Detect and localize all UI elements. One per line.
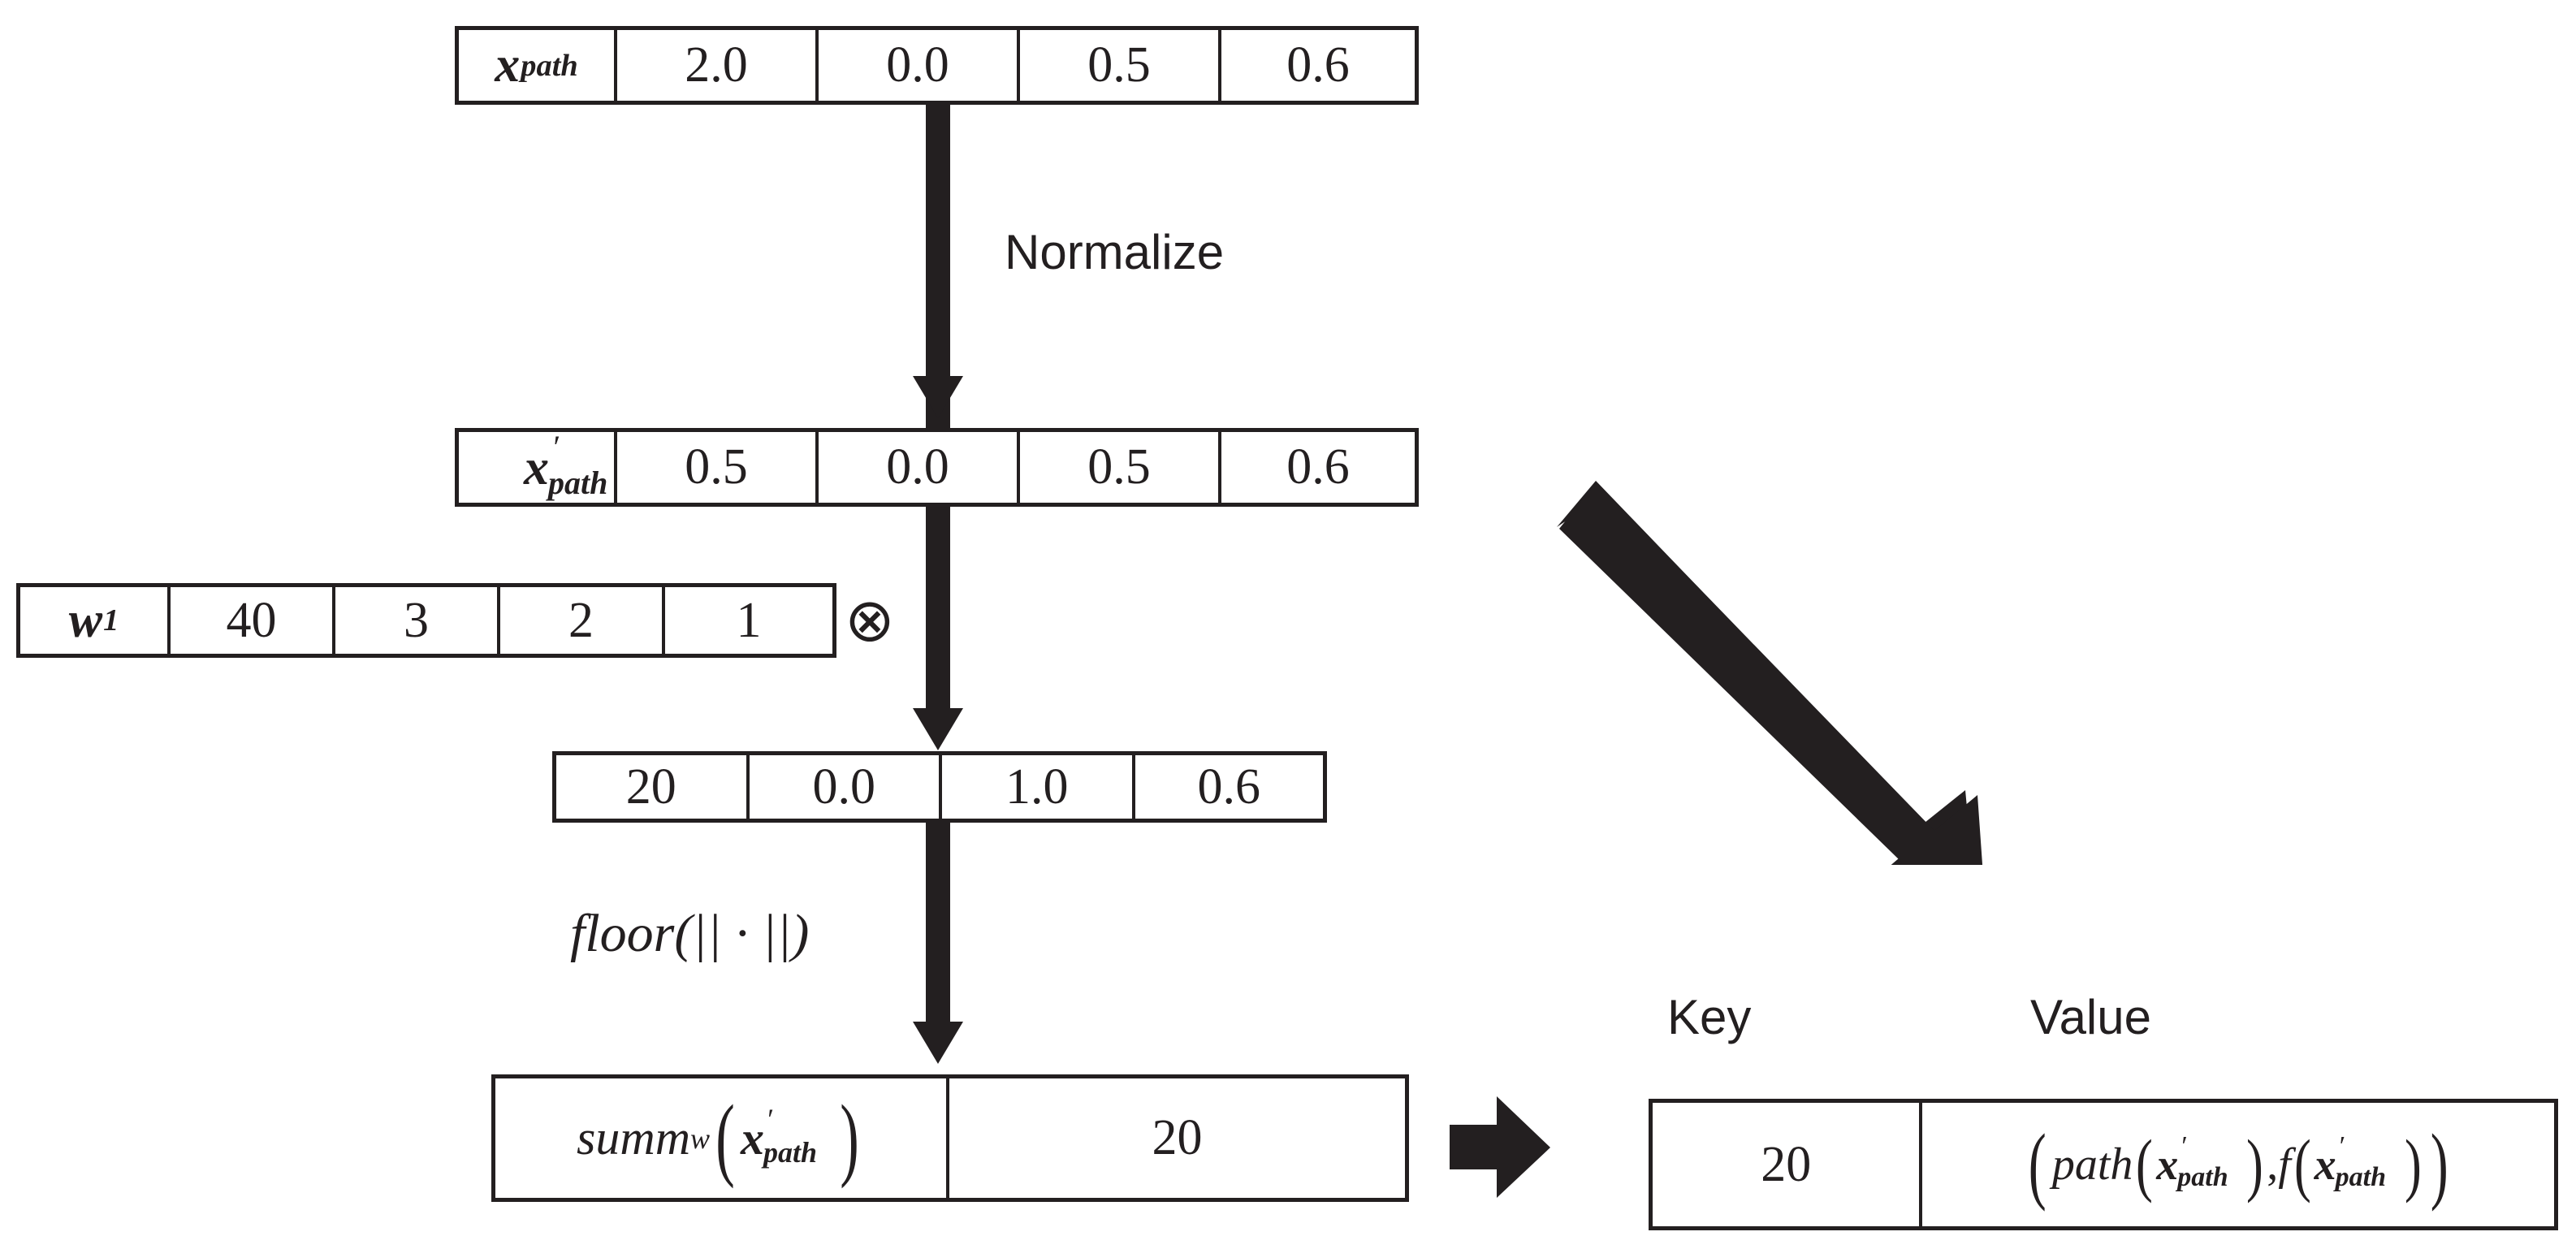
floor-arrow-shaft	[926, 823, 950, 1032]
product-vector-table: 20 0.0 1.0 0.6	[552, 751, 1327, 823]
kv-p2-close: )	[2404, 1125, 2422, 1204]
normalize-arrow-shaft	[926, 105, 950, 428]
kv-p1-close: )	[2246, 1125, 2264, 1204]
x-path-normalized-label-prime: ′	[551, 428, 559, 465]
x-path-normalized-cell-1: 0.0	[819, 432, 1020, 503]
weights-cell-2: 2	[500, 587, 665, 654]
summ-formula-close-paren: )	[840, 1086, 859, 1190]
kv-open-paren: (	[2029, 1116, 2047, 1212]
normalize-label: Normalize	[1005, 225, 1225, 279]
summ-formula-variable: x′path	[741, 1104, 817, 1167]
normalize-arrow-head	[913, 376, 963, 418]
summ-formula-open-paren: (	[715, 1086, 735, 1190]
x-path-normalized-cell-0: 0.5	[617, 432, 819, 503]
kv-var2-prime: ′	[2337, 1131, 2345, 1161]
x-path-normalized-label-subscript: path	[548, 464, 608, 501]
x-path-cell-0: 2.0	[617, 30, 819, 101]
diagonal-flow-arrow	[1557, 481, 1983, 865]
emit-block-arrow	[1450, 1096, 1550, 1198]
weights-cell-3: 1	[665, 587, 832, 654]
kv-comma: ,	[2267, 1139, 2279, 1190]
key-value-value-formula: (path(x′path), f(x′path))	[2023, 1116, 2453, 1212]
kv-var2-subscript: path	[2335, 1162, 2387, 1192]
kv-close-paren: )	[2430, 1116, 2448, 1212]
floor-label: floor(|| · ||)	[570, 903, 809, 965]
x-path-cell-3: 0.6	[1221, 30, 1415, 101]
key-value-key-cell: 20	[1653, 1103, 1923, 1226]
floor-arrow-head	[913, 1022, 963, 1064]
kv-p2-open: (	[2293, 1125, 2311, 1204]
x-path-label-subscript: path	[521, 48, 578, 83]
product-cell-2: 1.0	[942, 755, 1135, 819]
kv-var1-subscript: path	[2177, 1162, 2228, 1192]
key-value-value-cell: (path(x′path), f(x′path))	[1922, 1103, 2554, 1226]
tensor-product-icon: ⊗	[845, 586, 896, 655]
multiply-arrow-shaft	[926, 507, 950, 720]
product-cell-3: 0.6	[1135, 755, 1324, 819]
key-value-table: 20 (path(x′path), f(x′path))	[1649, 1099, 2558, 1230]
kv-p1-open: (	[2136, 1125, 2154, 1204]
weights-label: w	[68, 592, 103, 648]
x-path-label: x	[495, 37, 521, 93]
x-path-cell-1: 0.0	[819, 30, 1020, 101]
weights-cell-1: 3	[335, 587, 500, 654]
kv-var2-base: x	[2314, 1140, 2336, 1189]
x-path-normalized-vector-table: x′path 0.5 0.0 0.5 0.6	[455, 428, 1419, 507]
weights-cell-0: 40	[171, 587, 335, 654]
weights-label-subscript: 1	[103, 603, 119, 637]
kv-var2: x′path	[2314, 1133, 2386, 1191]
kv-fn-f: f	[2278, 1139, 2291, 1190]
key-column-header: Key	[1667, 990, 1752, 1044]
product-cell-1: 0.0	[749, 755, 942, 819]
kv-fn-path: path	[2051, 1139, 2133, 1190]
summ-formula-subscript: w	[690, 1122, 711, 1155]
x-path-normalized-label-base: x	[524, 439, 549, 495]
x-path-normalized-cell-3: 0.6	[1221, 432, 1415, 503]
summ-formula-variable-prime: ′	[766, 1102, 772, 1135]
kv-var1: x′path	[2156, 1133, 2228, 1191]
kv-var1-prime: ′	[2180, 1131, 2186, 1161]
multiply-arrow-head	[913, 708, 963, 750]
x-path-cell-2: 0.5	[1020, 30, 1221, 101]
value-column-header: Value	[2030, 990, 2152, 1044]
floor-label-text: floor(|| · ||)	[570, 904, 810, 963]
x-path-normalized-cell-2: 0.5	[1020, 432, 1221, 503]
summ-value-cell: 20	[949, 1078, 1405, 1198]
summ-formula-variable-base: x	[741, 1111, 765, 1165]
x-path-normalized-label: x′path	[524, 430, 607, 499]
summ-formula-prefix: summ	[577, 1111, 691, 1165]
product-cell-0: 20	[556, 755, 750, 819]
kv-var1-base: x	[2156, 1140, 2179, 1189]
summ-formula-variable-subscript: path	[763, 1135, 818, 1169]
x-path-normalized-label-cell: x′path	[459, 430, 617, 503]
